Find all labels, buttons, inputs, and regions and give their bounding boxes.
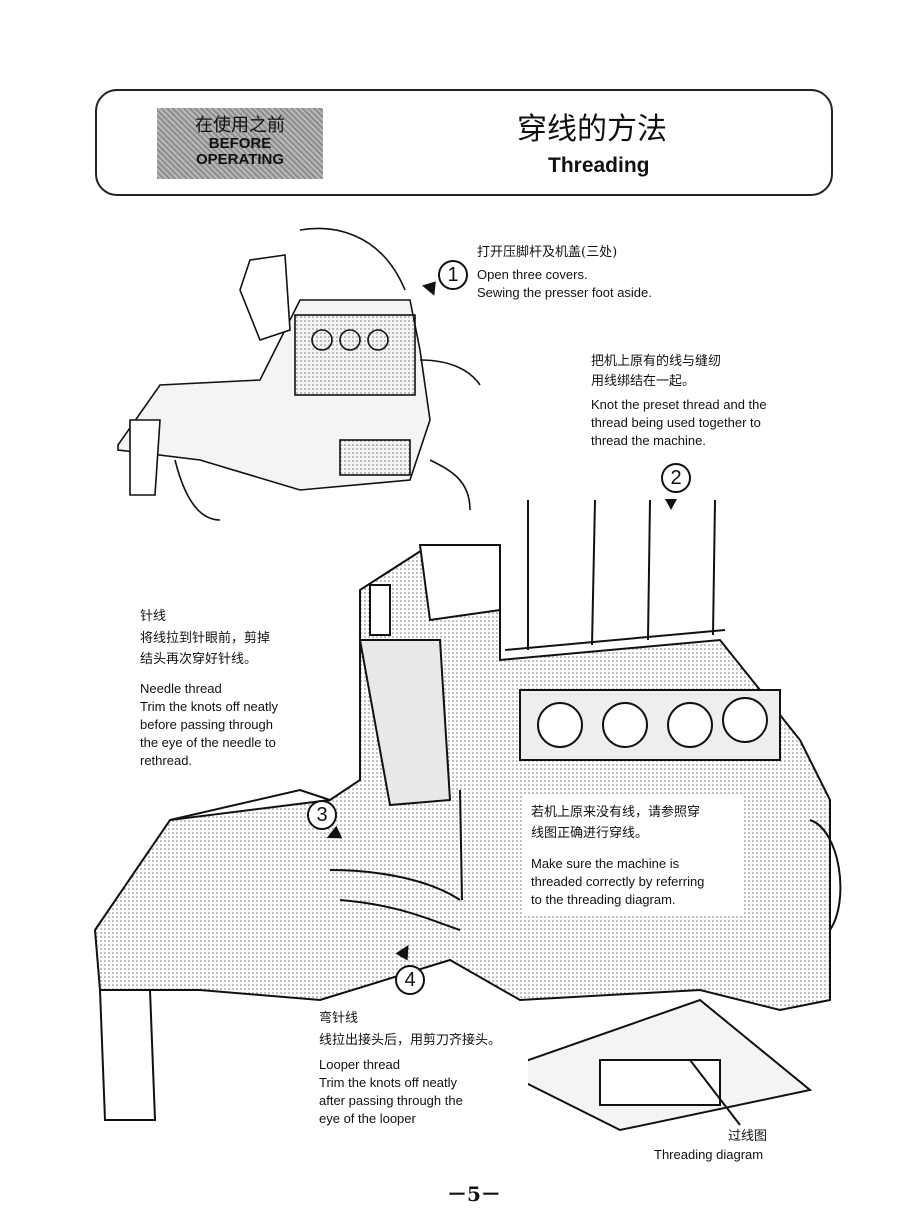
threading-diagram-label-en: Threading diagram — [654, 1147, 764, 1162]
note-en-line2: threaded correctly by referring — [531, 874, 705, 889]
note-en-line1: Make sure the machine is — [531, 856, 680, 871]
step4-en-line1: Looper thread — [319, 1057, 400, 1072]
step-number-3: 3 — [307, 800, 337, 830]
step3-cn-line1: 针线 — [140, 609, 167, 624]
page-title-en: Threading — [548, 154, 650, 177]
threading-diagram-label-cn: 过线图 — [728, 1129, 768, 1144]
step1-en-line1: Open three covers. — [477, 267, 588, 282]
note-cn-line1: 若机上原来没有线，请参照穿 — [531, 805, 701, 820]
top-machine-drawing — [117, 227, 481, 521]
page-number: －5－ — [447, 1182, 501, 1206]
step-number-1: 1 — [438, 260, 468, 290]
step3-cn-line2: 将线拉到针眼前，剪掉 — [140, 631, 271, 646]
step-number-2: 2 — [661, 463, 691, 493]
step3-en-line2: Trim the knots off neatly — [140, 699, 279, 714]
badge-en-line2: OPERATING — [195, 151, 285, 168]
note-en-line3: to the threading diagram. — [531, 892, 676, 907]
step2-arrow — [665, 499, 677, 510]
header-frame — [95, 89, 833, 196]
step4-en-line4: eye of the looper — [319, 1111, 416, 1126]
step3-cn-line3: 结头再次穿好针线。 — [140, 652, 258, 667]
step4-cn-line1: 弯针线 — [319, 1011, 359, 1026]
badge-en-line1: BEFORE — [208, 135, 272, 152]
step3-en-line4: the eye of the needle to — [140, 735, 276, 750]
step4-en-line3: after passing through the — [319, 1093, 463, 1108]
step-number-4: 4 — [395, 965, 425, 995]
note-callout — [524, 796, 742, 914]
page-title-cn: 穿线的方法 — [517, 112, 667, 147]
step3-en-line5: rethread. — [140, 753, 193, 768]
step2-cn-line2: 用线绑结在一起。 — [591, 374, 696, 389]
step3-en-line3: before passing through — [140, 717, 273, 732]
before-operating-badge: 在使用之前 BEFORE OPERATING — [157, 108, 323, 179]
step4-cn-line2: 线拉出接头后，用剪刀齐接头。 — [319, 1033, 502, 1048]
step4-callout — [313, 1004, 528, 1134]
step2-en-line1: Knot the preset thread and the — [591, 397, 767, 412]
step2-en-line2: thread being used together to — [591, 415, 761, 430]
step1-cn: 打开压脚杆及机盖(三处) — [477, 245, 618, 260]
badge-cn: 在使用之前 — [195, 115, 285, 136]
step3-en-line1: Needle thread — [140, 681, 222, 696]
step2-cn-line1: 把机上原有的线与缝纫 — [591, 354, 722, 369]
step1-en-line2: Sewing the presser foot aside. — [477, 285, 652, 300]
step4-en-line2: Trim the knots off neatly — [319, 1075, 458, 1090]
step3-callout — [135, 605, 305, 775]
note-cn-line2: 线图正确进行穿线。 — [531, 826, 649, 841]
step2-en-line3: thread the machine. — [591, 433, 706, 448]
